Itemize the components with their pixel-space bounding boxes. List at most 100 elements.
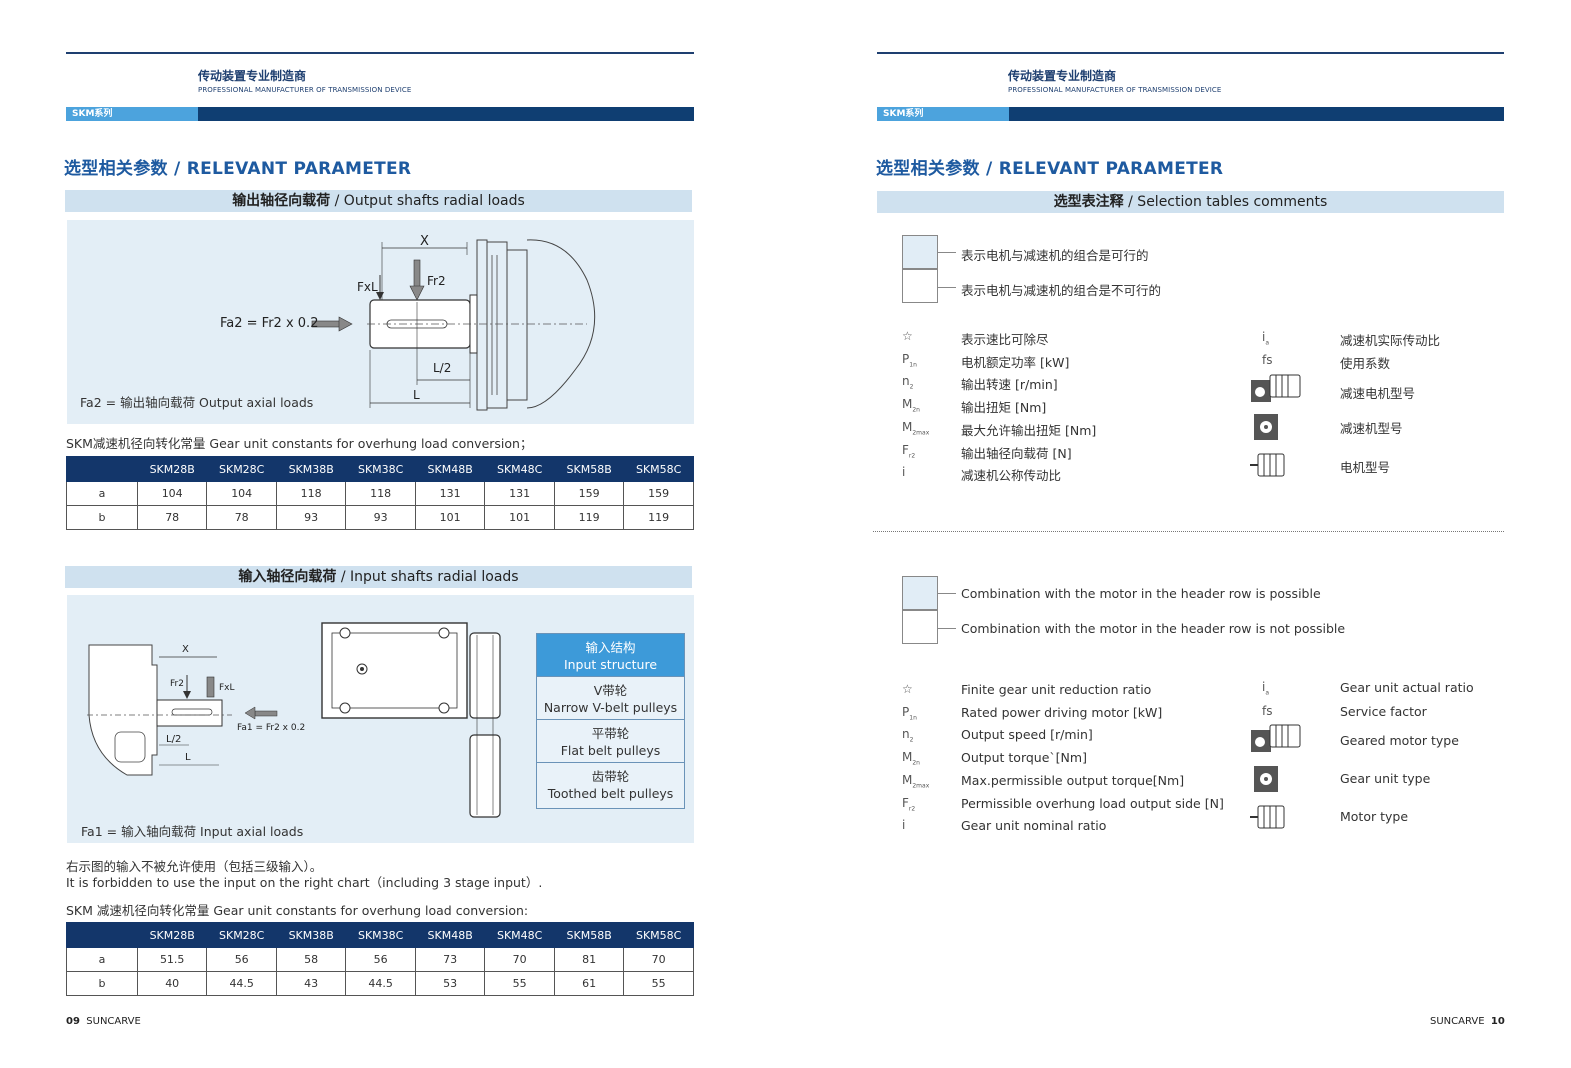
brand-title-cn: 传动装置专业制造商	[198, 69, 307, 83]
label-x: X	[420, 234, 429, 249]
symbol-description: Rated power driving motor [kW]	[961, 704, 1163, 720]
legend-not-possible-swatch	[902, 610, 938, 644]
legend-not-possible-swatch	[902, 269, 938, 303]
geared-motor-icon	[1251, 724, 1301, 752]
table-cell: 56	[345, 947, 416, 972]
fa1-note: Fa1 = 输入轴向载荷 Input axial loads	[81, 824, 304, 839]
symbol-description: 表示速比可除尽	[961, 332, 1049, 347]
symbol-subscript: r2	[908, 804, 916, 812]
top-rule-right	[877, 52, 1504, 54]
table-corner	[66, 922, 138, 948]
brand-title-en: PROFESSIONAL MANUFACTURER OF TRANSMISSIO…	[198, 86, 412, 94]
series-bar-left	[66, 107, 694, 121]
page-number-right: 10	[1490, 1016, 1505, 1027]
table-cell: 104	[136, 481, 208, 506]
input-header-cn: 输入轴径向载荷	[238, 569, 337, 585]
col-header: SKM28B	[136, 922, 208, 948]
row-label: a	[66, 947, 138, 972]
input-label-fxl: FxL	[219, 683, 235, 693]
desc-motor-en: Motor type	[1340, 809, 1409, 824]
symbol-description: Permissible overhung load output side [N…	[961, 795, 1224, 811]
output-table-caption: SKM减速机径向转化常量 Gear unit constants for ove…	[66, 436, 533, 451]
structure-header-cn: 输入结构	[585, 640, 636, 655]
input-shaft-drawing	[87, 622, 501, 818]
col-header: SKM28B	[136, 456, 208, 482]
table-cell: 78	[206, 505, 277, 530]
symbol-6: i	[902, 818, 905, 832]
symbol-main: n	[902, 727, 910, 742]
input-constants-table: SKM28B SKM28C SKM38B SKM38C SKM48B SKM48…	[66, 922, 694, 996]
col-header: SKM58C	[623, 456, 694, 482]
symbol-main: P	[902, 704, 910, 719]
table-cell: 58	[275, 947, 347, 972]
selection-comments-header: 选型表注释 / Selection tables comments	[877, 191, 1504, 213]
structure-item-cn: 齿带轮	[591, 769, 630, 784]
col-header: SKM28C	[206, 922, 277, 948]
table-row: b 78 78 93 93 101 101 119 119	[66, 505, 694, 530]
col-header: SKM48C	[484, 456, 555, 482]
table-cell: 56	[206, 947, 277, 972]
legend-leader-line	[938, 252, 956, 253]
symbol-main: F	[902, 795, 909, 810]
input-label-l: L	[185, 752, 191, 763]
row-label: b	[66, 505, 138, 530]
symbol-ia: ia	[1262, 680, 1270, 697]
symbol-main: M	[902, 397, 913, 412]
symbol-4: M2max	[902, 773, 929, 789]
gear-unit-icon	[1254, 766, 1278, 792]
col-header: SKM58C	[623, 922, 694, 948]
gear-unit-icon	[1254, 414, 1278, 440]
input-label-x: X	[182, 644, 189, 655]
table-header-row: SKM28B SKM28C SKM38B SKM38C SKM48B SKM48…	[66, 922, 694, 948]
col-header: SKM48B	[414, 922, 486, 948]
table-cell: 101	[414, 505, 486, 530]
table-row: b 40 44.5 43 44.5 53 55 61 55	[66, 971, 694, 996]
symbol-main: M	[902, 750, 913, 765]
output-shaft-diagram: X FxL Fr2 Fa2 = Fr2 x 0.2 L/2 L Fa2 = 输出…	[67, 220, 694, 424]
col-header: SKM58B	[553, 922, 625, 948]
company-name-left: SUNCARVE	[86, 1016, 141, 1027]
label-fxl: FxL	[357, 280, 378, 294]
symbol-subscript: 1n	[909, 714, 917, 722]
selection-header-cn: 选型表注释	[1053, 194, 1124, 210]
desc-service-factor-cn: 使用系数	[1340, 356, 1391, 371]
symbol-subscript: 2max	[912, 782, 930, 790]
symbol-3: M2n	[902, 750, 920, 766]
table-cell: 119	[623, 505, 694, 530]
symbol-subscript: 2n	[912, 406, 920, 414]
structure-item-en: Toothed belt pulleys	[547, 786, 674, 801]
input-formula-fa1: Fa1 = Fr2 x 0.2	[237, 723, 306, 733]
legend-not-possible-en: Combination with the motor in the header…	[961, 621, 1346, 636]
symbol-main: F	[902, 442, 909, 457]
table-cell: 61	[553, 971, 625, 996]
symbol-5: Fr2	[902, 796, 915, 812]
symbol-description: Max.permissible output torque[Nm]	[961, 772, 1185, 788]
input-header-en: / Input shafts radial loads	[336, 569, 519, 585]
footer-right: SUNCARVE 10	[1430, 1016, 1505, 1027]
symbol-0: ☆	[902, 682, 913, 696]
table-cell: 70	[623, 947, 694, 972]
symbol-fs: fs	[1262, 353, 1273, 367]
symbol-subscript: 2max	[912, 429, 930, 437]
table-cell: 70	[484, 947, 555, 972]
motor-icon	[1250, 453, 1285, 477]
desc-actual-ratio-en: Gear unit actual ratio	[1340, 680, 1474, 695]
table-cell: 53	[414, 971, 486, 996]
section-title-left: 选型相关参数 / RELEVANT PARAMETER	[64, 159, 412, 179]
symbol-description: 减速机公称传动比	[961, 468, 1062, 484]
symbol-subscript: 2n	[912, 759, 920, 767]
col-header: SKM58B	[553, 456, 625, 482]
table-corner	[66, 456, 138, 482]
symbol-6: i	[902, 465, 905, 479]
symbol-fs: fs	[1262, 704, 1273, 718]
table-cell: 159	[623, 481, 694, 506]
col-header: SKM28C	[206, 456, 277, 482]
symbol-description: 最大允许输出扭矩 [Nm]	[961, 422, 1097, 438]
geared-motor-icon	[1251, 374, 1301, 402]
table-cell: 81	[553, 947, 625, 972]
motor-icon	[1250, 805, 1285, 829]
page-number-left: 09	[66, 1016, 80, 1027]
table-cell: 131	[414, 481, 486, 506]
